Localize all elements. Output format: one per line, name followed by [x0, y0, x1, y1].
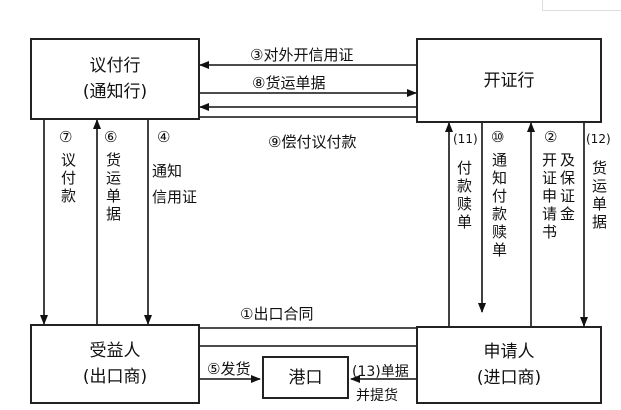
port-box: 港口 [262, 356, 349, 399]
label-e2-col2: 及保证金 [558, 152, 576, 224]
label-e13-line1: (13)单据 [352, 364, 409, 380]
label-e3: ③对外开信用证 [250, 46, 354, 64]
label-e7-text: 议付款 [59, 152, 77, 206]
beneficiary-title: 受益人 [89, 341, 141, 361]
label-e6-text: 货运单据 [104, 152, 122, 224]
label-e12-text: 货运单据 [590, 160, 608, 232]
label-e9: ⑨偿付议付款 [268, 133, 357, 151]
beneficiary-box: 受益人 (出口商) [30, 324, 200, 404]
label-e4-line1: 通知 [152, 162, 183, 180]
label-e4-num: ④ [157, 128, 171, 146]
label-e8: ⑧货运单据 [252, 74, 326, 92]
label-e10-text: 通知付款赎单 [490, 152, 508, 260]
applicant-subtitle: (进口商) [476, 368, 542, 388]
label-e12-num: (12) [586, 132, 611, 146]
label-e5: ⑤发货 [207, 360, 251, 378]
label-e11-text: 付款赎单 [455, 160, 473, 232]
negotiating-bank-subtitle: (通知行) [82, 82, 148, 102]
corner-artifact [542, 0, 621, 11]
negotiating-bank-box: 议付行 (通知行) [30, 38, 200, 120]
label-e4-line2: 信用证 [152, 188, 198, 206]
applicant-title: 申请人 [483, 342, 535, 362]
label-e10-num: ⑩ [491, 128, 505, 146]
negotiating-bank-title: 议付行 [89, 56, 141, 76]
issuing-bank-title: 开证行 [483, 70, 535, 91]
label-e2-col1: 开证申请书 [540, 152, 558, 242]
label-e13-line2: 并提货 [356, 388, 398, 404]
label-e2-num: ② [544, 128, 558, 146]
label-e7-num: ⑦ [59, 128, 73, 146]
beneficiary-subtitle: (出口商) [82, 367, 148, 387]
port-title: 港口 [288, 367, 323, 388]
label-e11-num: (11) [453, 132, 478, 146]
label-e6-num: ⑥ [104, 128, 118, 146]
issuing-bank-box: 开证行 [416, 38, 602, 123]
applicant-box: 申请人 (进口商) [416, 326, 602, 404]
label-e1: ①出口合同 [240, 305, 314, 323]
